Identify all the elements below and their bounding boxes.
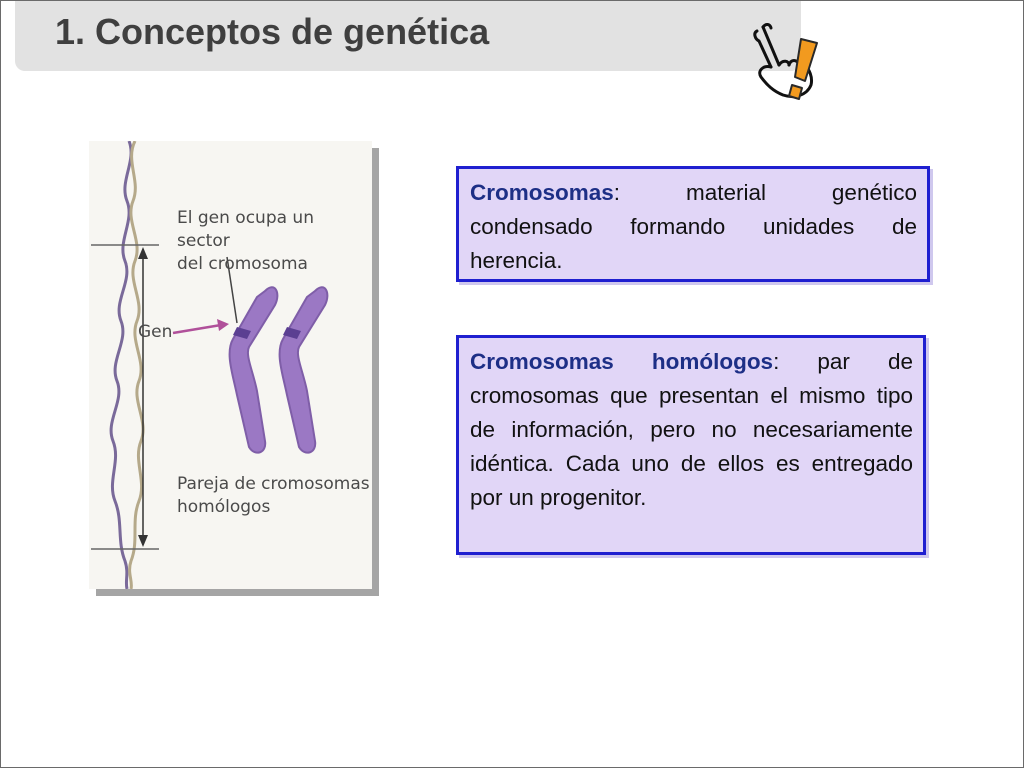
title-bar: 1. Conceptos de genética <box>15 1 801 71</box>
definition-box-homologous: Cromosomas homólogos: par de cromosomas … <box>456 335 926 555</box>
gen-arrow-line <box>172 323 222 335</box>
label-gene: Gen <box>138 322 173 342</box>
pointing-hand-exclamation-icon <box>753 23 818 100</box>
dna-strand-b <box>128 141 145 589</box>
chromosome-left <box>228 286 279 454</box>
gene-arrow-head-down <box>138 535 148 547</box>
chromosome-right-band <box>283 327 301 339</box>
definition-separator: : <box>613 180 621 205</box>
chromosome-right <box>278 286 329 454</box>
definition-text: material genético condensado formando un… <box>470 180 917 273</box>
definition-term: Cromosomas <box>470 180 614 205</box>
page-title: 1. Conceptos de genética <box>55 11 490 52</box>
label-homologous-pair: Pareja de cromosomas homólogos <box>177 474 370 517</box>
chromosome-left-band <box>233 327 251 339</box>
definition-separator: : <box>773 349 780 374</box>
gen-arrow-head <box>217 319 229 331</box>
chromosome-illustration <box>91 141 329 589</box>
gene-pointer-line <box>226 256 238 324</box>
definition-term: Cromosomas homólogos <box>470 349 774 374</box>
label-gene-sector: El gen ocupa un sector del cromosoma <box>177 208 314 274</box>
dna-strand-a <box>109 141 133 589</box>
gene-arrow-head-up <box>138 247 148 259</box>
chromosome-figure: El gen ocupa un sector del cromosoma Gen… <box>89 141 372 589</box>
definition-box-chromosomes: Cromosomas: material genético condensado… <box>456 166 930 282</box>
definition-text: par de cromosomas que presentan el mismo… <box>470 349 913 510</box>
